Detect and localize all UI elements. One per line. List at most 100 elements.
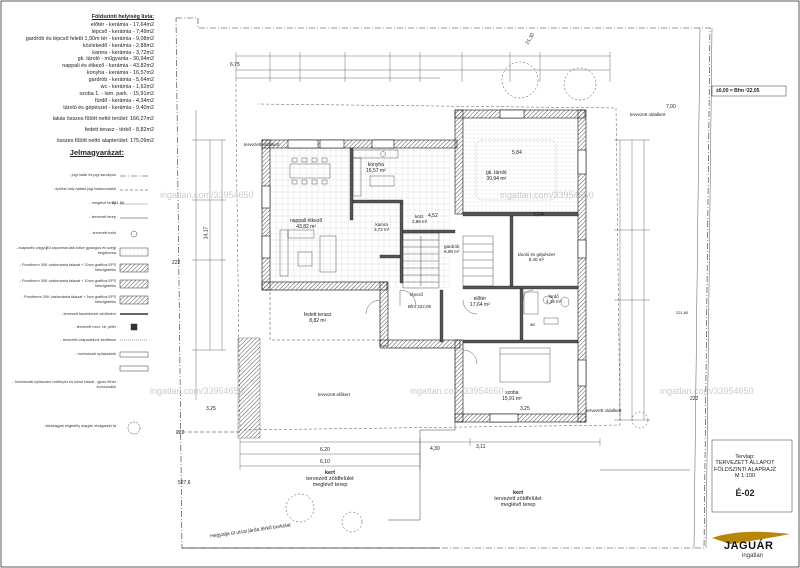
room-list-row: előtér - kerámia - 17,64m2	[90, 21, 154, 28]
dining-table	[289, 157, 331, 185]
side-garden-right: tervezett oldalkert	[586, 408, 622, 413]
sofa	[279, 229, 337, 277]
dim-452: 4,52	[428, 213, 438, 219]
logo-sub: ingatlan	[742, 553, 764, 559]
room-list-terrace: fedett terasz - térkő - 8,82m2	[84, 126, 154, 133]
legend-item: - meglévő terep	[89, 201, 116, 205]
top-dimensions	[235, 52, 611, 82]
legend-item: - jogi határ és jogi sarokpon	[69, 173, 116, 177]
room-list-row: gk. tároló - műgyanta - 30,94m2	[77, 56, 154, 63]
legend: Jelmagyarázat:	[4, 148, 154, 157]
legend-item: - tervezett mon. vb. pillér	[74, 325, 116, 329]
legend-item: - tervezett csapadékvíz kerítésze	[60, 338, 117, 342]
room-list-total-heated: lakás összes fűtött nettó terület: 166,2…	[52, 115, 154, 122]
watermark-text: ingatlan.com/33954650	[500, 190, 594, 200]
company-logo: JAGUÁR ingatlan	[702, 536, 790, 564]
stamp-scale: M 1:100	[734, 473, 756, 480]
bathroom-fixtures	[499, 291, 570, 383]
room-list-title: Földszinti helyiség lista:	[91, 14, 154, 20]
kitchen-counter	[352, 149, 399, 197]
room-list-row: nappali és étkező - kerámia - 43,82m2	[62, 63, 154, 70]
front-garden-label: tervezett előkert	[318, 392, 351, 397]
dim-430: 4,30	[430, 446, 440, 452]
legend-item: - Porotherm 30K vázkerámia falazat + 5cm…	[21, 295, 116, 304]
level-221-60: 221,60	[112, 200, 125, 205]
stamp-line: FÖLDSZINTI ALAPRAJZ	[713, 466, 777, 473]
dim-620: 6,20	[320, 447, 330, 453]
dim-610: 6,10	[320, 459, 330, 465]
room-list-row: tároló és gépészet - kerámia - 9,40m2	[63, 104, 154, 111]
watermark-text: ingatlan.com/33954650	[410, 386, 504, 396]
title-stamp: Tervlap: TERVEZETT ÁLLAPOT FÖLDSZINTI AL…	[704, 454, 786, 497]
dim-700: 7,00	[666, 104, 676, 110]
legend-item: - homlokzati nyílászárók	[75, 352, 116, 356]
room-list-row: fürdő - kerámia - 4,34m2	[94, 97, 154, 104]
legend-item: - tervezett terep	[89, 215, 116, 219]
legend-symbols	[119, 175, 149, 435]
room-list-row: lépcső - kerámia - 7,49m2	[91, 28, 154, 35]
garage-car	[475, 139, 557, 201]
dim-325a: 3,25	[206, 406, 216, 412]
room-list: Földszinti helyiség lista: előtér - kerá…	[8, 14, 154, 144]
level-222-left: 222	[172, 260, 181, 266]
left-dimensions	[192, 110, 226, 400]
watermark-text: ingatlan.com/33954650	[160, 190, 254, 200]
dim-311: 3,11	[476, 444, 486, 450]
legend-item: - tervezett szint	[90, 231, 116, 235]
mark-5276: 527,6	[178, 480, 191, 486]
level-222-bottom: 222	[176, 430, 185, 436]
room-list-row: gardrób és lépcső feletti 1,90m tér - ke…	[25, 35, 154, 42]
legend-item: - Porotherm 30K vázkerámia falazat + 20c…	[19, 263, 116, 272]
side-garden-top: tervezett oldalkert	[630, 112, 666, 117]
south-hatch	[237, 337, 261, 439]
right-parcel-lines	[600, 27, 713, 549]
terrace	[269, 289, 381, 341]
level-222-right: 222	[690, 396, 699, 402]
stairs	[402, 232, 494, 289]
dim-504: 5,04	[534, 212, 544, 218]
stamp-line: Tervlap:	[735, 454, 755, 460]
trees	[285, 61, 649, 533]
room-list-row: konyha - kerámia - 16,57m2	[86, 70, 154, 77]
logo-jaguar-icon	[712, 531, 790, 544]
dim-325b: 3,25	[520, 406, 530, 412]
stamp-line: TERVEZETT ÁLLAPOT	[715, 460, 775, 467]
room-label-lepcso: lépcső	[410, 292, 424, 297]
right-dimensions	[614, 139, 650, 421]
level-221-80: 221,80	[676, 310, 689, 315]
legend-item: - faluleágyai engedély alapján kivágandó…	[43, 424, 116, 428]
room-list-row: szoba 1. - lam. park. - 15,91m2	[79, 90, 154, 97]
scale-head: ±0,00 = Bfm ²22,05	[716, 88, 760, 94]
room-label-kozl: közl.2,88 m²	[412, 214, 428, 224]
stamp-frame	[711, 439, 793, 513]
legend-title: Jelmagyarázat:	[69, 148, 124, 157]
tile-floor-living	[270, 148, 450, 288]
dim-left-1417: 14,17	[203, 226, 210, 240]
room-list-row: gardrób - kerámia - 5,64m2	[88, 77, 154, 84]
legend-item: - Porotherm 30K vázkerámia falazat + 10c…	[19, 279, 116, 288]
bfm-level: Bfm 222,05	[408, 304, 432, 309]
room-label-wc: wc	[530, 322, 536, 327]
scale-head-box	[711, 85, 787, 97]
legend-item: - csapadék vízgyűjtő zápormarulás kötve …	[15, 246, 116, 255]
room-list-row: wc - kerámia - 1,62m2	[100, 84, 154, 91]
room-list-total: összes fűtött nettó alapterület: 175,09m…	[56, 137, 154, 144]
room-list-row: kamra - kerámia - 3,72m2	[92, 49, 154, 56]
interior-walls	[349, 147, 579, 344]
legend-item: - építési hely határa jogi határvonaltól	[52, 187, 116, 191]
door-swings	[365, 289, 534, 365]
room-list-row: közlekedő - kerámia - 2,88m2	[82, 42, 154, 49]
legend-item: - tervezett faszerkezet védőelem	[61, 312, 116, 316]
